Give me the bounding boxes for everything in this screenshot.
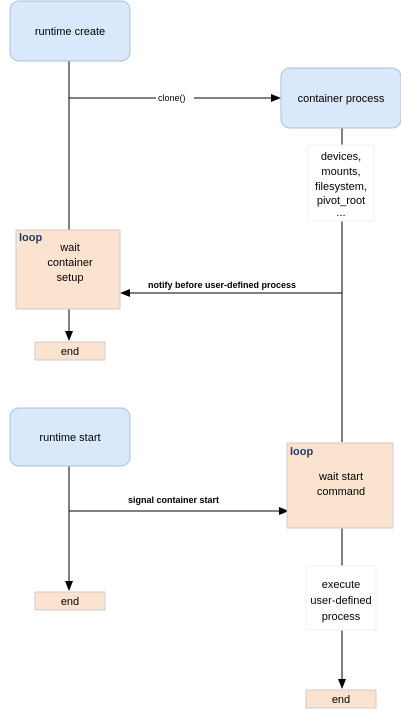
setup-steps-note xyxy=(307,144,375,222)
end-2-label: end xyxy=(61,596,79,608)
execute-line-3: process xyxy=(322,611,361,623)
end-3-label: end xyxy=(332,694,350,706)
loop-1-line-2: container xyxy=(47,257,93,269)
setup-step-4: pivot_root xyxy=(317,195,365,207)
loop-1-tag: loop xyxy=(19,232,42,244)
loop-2-line-2: command xyxy=(317,486,365,498)
loop-1-line-1: wait xyxy=(59,242,80,254)
end-node-3 xyxy=(305,689,377,709)
loop-wait-start-command xyxy=(286,442,394,529)
runtime-create-label: runtime create xyxy=(35,26,105,38)
clone-label: clone() xyxy=(158,93,186,103)
setup-step-5: ... xyxy=(336,207,345,219)
end-1-label: end xyxy=(61,346,79,358)
end-node-1 xyxy=(34,341,106,361)
signal-label: signal container start xyxy=(128,495,219,505)
runtime-start-label: runtime start xyxy=(39,432,100,444)
end-node-2 xyxy=(34,591,106,611)
notify-label: notify before user-defined process xyxy=(148,280,296,290)
execute-line-1: execute xyxy=(322,579,361,591)
container-process-label: container process xyxy=(298,93,385,105)
runtime-create-node xyxy=(9,0,131,62)
execute-line-2: user-defined xyxy=(310,595,371,607)
runtime-start-node xyxy=(9,407,131,467)
loop-2-tag: loop xyxy=(290,446,313,458)
setup-step-2: mounts, xyxy=(321,166,360,178)
setup-step-1: devices, xyxy=(321,151,361,163)
loop-wait-container-setup xyxy=(15,229,121,310)
container-process-node xyxy=(280,67,401,129)
setup-step-3: filesystem, xyxy=(315,181,367,193)
loop-1-line-3: setup xyxy=(57,272,84,284)
execute-note xyxy=(305,565,377,631)
loop-2-line-1: wait start xyxy=(318,471,363,483)
